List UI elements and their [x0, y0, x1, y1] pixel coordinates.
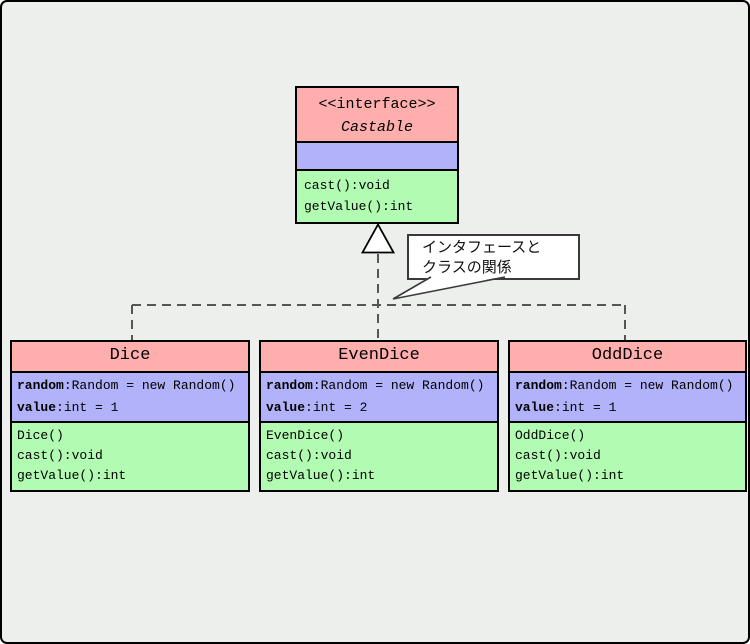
- attribute-type: :Random = new Random(): [312, 378, 485, 393]
- attribute-type: :int = 1: [554, 400, 617, 415]
- attribute-name: value: [17, 400, 57, 415]
- note-line: クラスの関係: [422, 259, 512, 276]
- interface-methods-compartment: cast():void getValue():int: [297, 171, 457, 222]
- attribute-line: random:Random = new Random(): [17, 375, 248, 397]
- class-name-evendice: EvenDice: [261, 342, 497, 373]
- interface-castable-box: <<interface>> Castable cast():void getVa…: [295, 86, 459, 224]
- evendice-attributes-compartment: random:Random = new Random() value:int =…: [261, 373, 497, 423]
- method-line: OddDice(): [515, 428, 586, 443]
- attribute-type: :Random = new Random(): [63, 378, 236, 393]
- method-line: Dice(): [17, 428, 64, 443]
- method-line: getValue():int: [266, 468, 376, 483]
- interface-header: <<interface>> Castable: [297, 88, 457, 143]
- attribute-name: random: [515, 378, 562, 393]
- attribute-type: :int = 2: [305, 400, 368, 415]
- attribute-name: random: [266, 378, 313, 393]
- attribute-type: :int = 1: [56, 400, 119, 415]
- method-line: cast():void: [17, 448, 103, 463]
- odddice-methods-compartment: OddDice() cast():void getValue():int: [510, 423, 745, 490]
- dice-attributes-compartment: random:Random = new Random() value:int =…: [12, 373, 248, 423]
- class-name-odddice: OddDice: [510, 342, 745, 373]
- dice-methods-compartment: Dice() cast():void getValue():int: [12, 423, 248, 490]
- attribute-line: value:int = 1: [515, 397, 745, 419]
- note-tail-outline: [392, 276, 506, 300]
- class-box-odddice: OddDice random:Random = new Random() val…: [508, 340, 747, 492]
- method-line: getValue():int: [515, 468, 625, 483]
- method-line: getValue():int: [17, 468, 127, 483]
- attribute-type: :Random = new Random(): [561, 378, 734, 393]
- attribute-line: value:int = 1: [17, 397, 248, 419]
- method-line: EvenDice(): [266, 428, 345, 443]
- class-box-evendice: EvenDice random:Random = new Random() va…: [259, 340, 499, 492]
- class-name-dice: Dice: [12, 342, 248, 373]
- attribute-line: value:int = 2: [266, 397, 497, 419]
- note-line: インタフェースと: [422, 239, 542, 256]
- method-line: cast():void: [515, 448, 601, 463]
- attribute-line: random:Random = new Random(): [515, 375, 745, 397]
- note-callout: インタフェースと クラスの関係: [407, 234, 580, 280]
- interface-stereotype: <<interface>>: [318, 96, 436, 113]
- interface-attributes-compartment: [297, 143, 457, 171]
- class-box-dice: Dice random:Random = new Random() value:…: [10, 340, 250, 492]
- method-line: cast():void: [266, 448, 352, 463]
- evendice-methods-compartment: EvenDice() cast():void getValue():int: [261, 423, 497, 490]
- interface-name: Castable: [340, 119, 413, 136]
- generalization-triangle-icon: [360, 222, 396, 254]
- attribute-name: random: [17, 378, 64, 393]
- odddice-attributes-compartment: random:Random = new Random() value:int =…: [510, 373, 745, 423]
- interface-method: cast():void: [304, 178, 390, 193]
- attribute-line: random:Random = new Random(): [266, 375, 497, 397]
- attribute-name: value: [515, 400, 555, 415]
- interface-method: getValue():int: [304, 199, 414, 214]
- attribute-name: value: [266, 400, 306, 415]
